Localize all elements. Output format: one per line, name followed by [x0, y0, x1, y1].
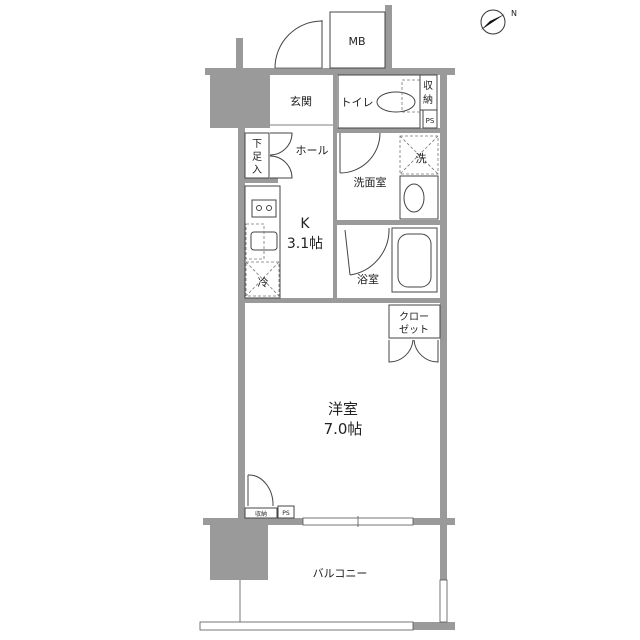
- sink-icon: [403, 183, 425, 213]
- toilet-label: トイレ: [341, 96, 374, 109]
- storage-bottom-door[interactable]: [247, 474, 274, 507]
- kitchen-size: 3.1帖: [287, 236, 323, 252]
- shoe-box-label-2: 足: [252, 151, 262, 163]
- storage-bottom: [244, 507, 278, 519]
- stove-icon: [251, 199, 277, 218]
- fridge-space: [245, 261, 280, 297]
- fridge-label: 冷: [258, 276, 269, 289]
- shoe-box-label-1: 下: [252, 139, 262, 150]
- closet-doors[interactable]: [388, 339, 439, 363]
- shoe-box-label-3: 入: [252, 165, 262, 176]
- entrance-label: 玄関: [290, 94, 312, 108]
- bathtub-basin-icon: [397, 233, 432, 288]
- entrance-door[interactable]: [274, 20, 323, 69]
- washroom-door[interactable]: [339, 132, 381, 174]
- shoe-box-doors[interactable]: [269, 132, 293, 179]
- vanity: [399, 175, 439, 220]
- walls: [203, 5, 455, 630]
- washroom-label: 洗面室: [354, 175, 387, 189]
- meter-box-label: MB: [348, 35, 365, 48]
- western-room-size: 7.0帖: [324, 420, 363, 438]
- hall-label: ホール: [296, 144, 329, 157]
- bathroom-label: 浴室: [357, 272, 379, 286]
- bathroom-door[interactable]: [344, 227, 390, 276]
- pipe-space-bottom-label: PS: [282, 510, 290, 517]
- washer-space: [399, 135, 439, 175]
- compass-north-label: N: [511, 9, 517, 18]
- storage-bottom-label: 収納: [255, 510, 267, 518]
- washer-label: 洗: [416, 152, 427, 165]
- kitchen-name: K: [300, 216, 310, 232]
- toilet-room: [337, 74, 421, 129]
- toilet-bowl-icon: [376, 91, 416, 113]
- closet-label-2: ゼット: [399, 324, 429, 336]
- bathtub: [391, 227, 438, 293]
- pipe-space-top: [422, 109, 438, 129]
- north-compass-icon: N: [480, 9, 517, 35]
- closet: [388, 304, 441, 339]
- pipe-space-bottom: [277, 505, 295, 519]
- balcony-rail: [199, 621, 414, 631]
- meter-box: [329, 11, 386, 69]
- balcony-label: バルコニー: [313, 567, 368, 580]
- closet-label-1: クロー: [399, 311, 429, 323]
- balcony-window[interactable]: [302, 516, 414, 527]
- pipe-space-top-label: PS: [426, 117, 435, 125]
- storage-top-label-1: 収: [423, 80, 433, 92]
- western-room-name: 洋室: [328, 400, 358, 418]
- storage-top-label-2: 納: [423, 93, 433, 106]
- shoe-box: [244, 132, 270, 179]
